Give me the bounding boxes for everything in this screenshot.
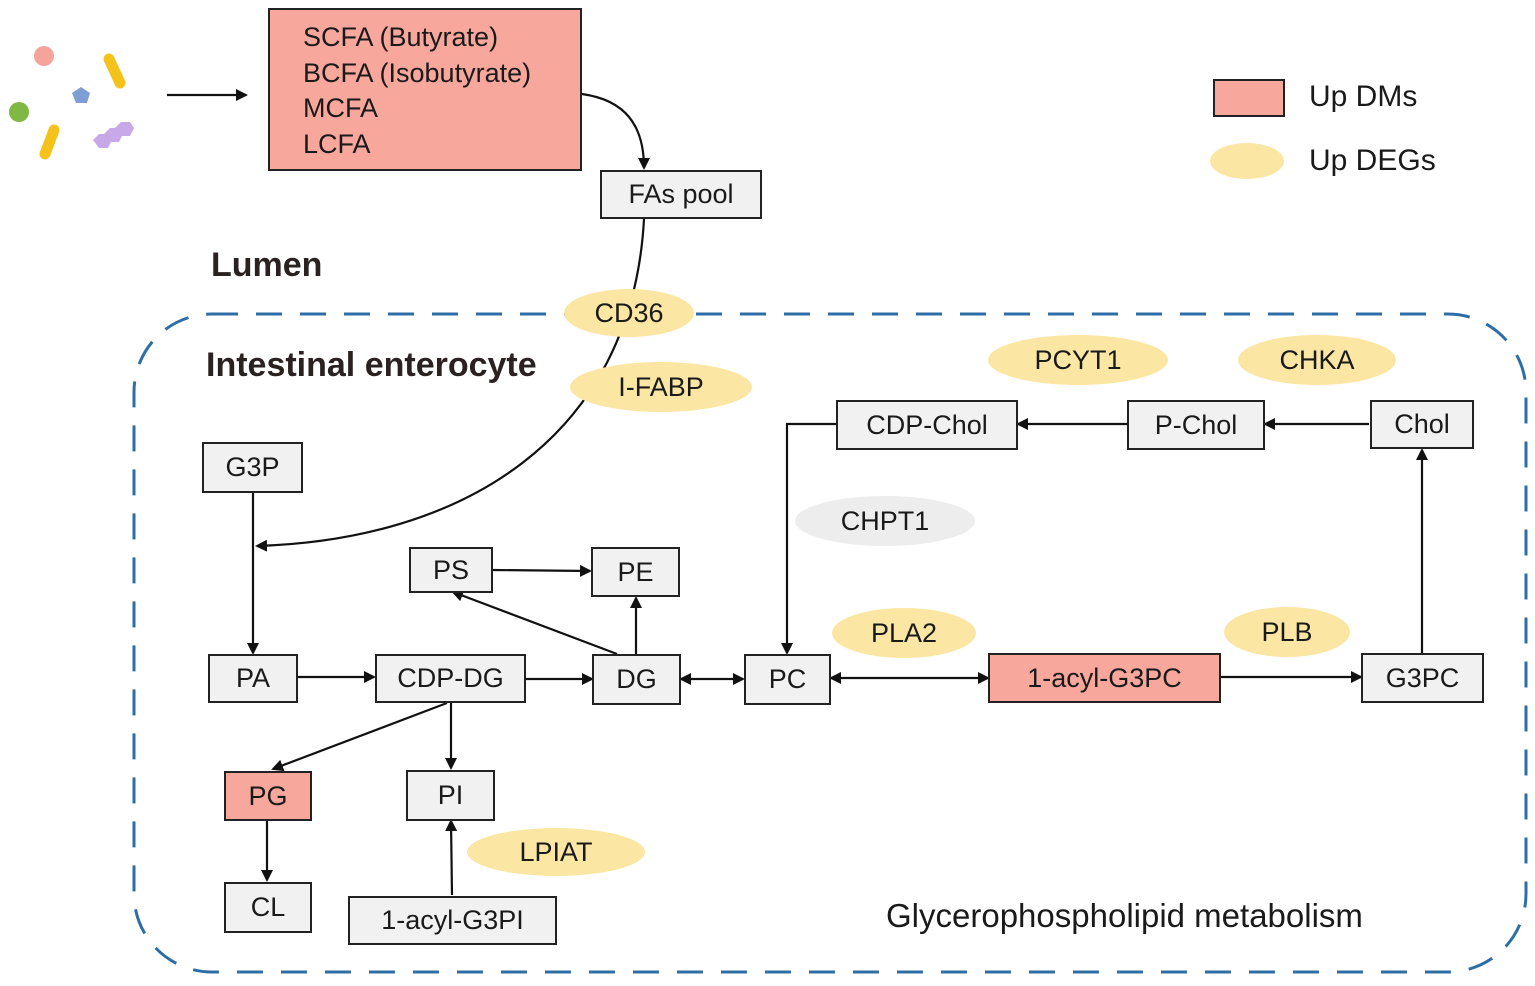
- gene-plb: PLB: [1224, 607, 1350, 657]
- node-p-chol: P-Chol: [1127, 400, 1265, 450]
- pathway-label: Glycerophospholipid metabolism: [886, 897, 1363, 934]
- gene-pla2: PLA2: [832, 608, 976, 658]
- node-pa: PA: [208, 654, 298, 703]
- node-pe: PE: [591, 547, 680, 597]
- legend-up-dm-label: Up DMs: [1309, 80, 1418, 113]
- node-fas-pool: FAs pool: [600, 170, 762, 219]
- node-cl: CL: [224, 882, 312, 933]
- gene-i-fabp: I-FABP: [570, 362, 752, 412]
- microbe-circle-pink: [34, 46, 54, 66]
- arrow-fa-to-fas-pool: [581, 92, 650, 170]
- node-cdp-chol: CDP-Chol: [836, 400, 1018, 450]
- node-cdp-dg: CDP-DG: [375, 654, 526, 703]
- node-dg: DG: [592, 654, 681, 705]
- gene-chpt1: CHPT1: [795, 496, 975, 546]
- node-g3pc: G3PC: [1361, 653, 1484, 703]
- gene-lpiat: LPIAT: [467, 828, 645, 876]
- node-ps: PS: [409, 547, 493, 593]
- enterocyte-membrane: [132, 312, 1528, 974]
- fa-scfa: SCFA (Butyrate): [303, 22, 499, 52]
- microbe-rod-yellow: [103, 53, 126, 89]
- arrow-dg-to-ps: [451, 589, 618, 656]
- microbe-circle-green: [9, 102, 29, 122]
- arrow-acyl-g3pi-to-pi: [445, 819, 458, 896]
- arrow-cdp-dg-to-pg: [271, 701, 448, 772]
- node-acyl-g3pc: 1-acyl-G3PC: [988, 653, 1221, 703]
- legend-up-deg-swatch: [1210, 143, 1284, 179]
- legend-up-dm-swatch: [1213, 79, 1285, 117]
- enterocyte-label: Intestinal enterocyte: [206, 346, 537, 384]
- fa-bcfa: BCFA (Isobutyrate): [303, 57, 532, 88]
- node-pg: PG: [224, 771, 312, 821]
- lumen-label: Lumen: [211, 246, 323, 284]
- gut-microbes: [9, 46, 134, 160]
- node-pi: PI: [406, 770, 495, 821]
- fa-lcfa: LCFA: [303, 128, 371, 159]
- node-chol: Chol: [1370, 400, 1474, 449]
- gene-pcyt1: PCYT1: [988, 335, 1168, 385]
- node-acyl-g3pi: 1-acyl-G3PI: [348, 896, 557, 945]
- gene-chka: CHKA: [1238, 335, 1396, 385]
- legend-up-deg-label: Up DEGs: [1309, 144, 1436, 177]
- arrow-cdp-chol-to-pc: [781, 422, 836, 655]
- microbe-pentagon-blue: [72, 87, 90, 103]
- node-pc: PC: [744, 654, 831, 705]
- microbe-hexagon-chain: [93, 122, 134, 148]
- fa-mcfa: MCFA: [303, 93, 379, 123]
- microbe-rod-yellow: [39, 124, 60, 160]
- arrow-ps-to-pe: [492, 564, 592, 577]
- fatty-acids-box: SCFA (Butyrate) BCFA (Isobutyrate) MCFA …: [268, 8, 582, 171]
- node-g3p: G3P: [202, 442, 303, 493]
- gene-cd36: CD36: [564, 289, 694, 337]
